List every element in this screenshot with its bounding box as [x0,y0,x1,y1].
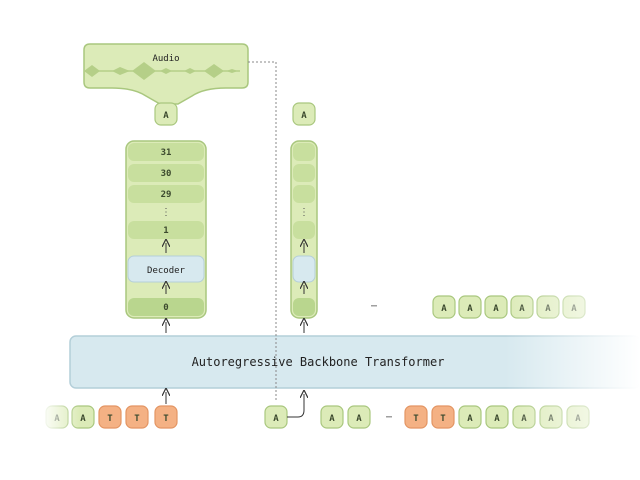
backbone-transformer-box [69,335,640,389]
svg-text:T: T [440,414,446,424]
codebook-level-30 [128,164,204,182]
arrow-curve-icon [287,394,304,418]
level-0-label: 0 [163,303,168,313]
fade-right [505,290,640,440]
codebook-level-1 [128,221,204,239]
level-30-label: 30 [161,169,172,179]
level-31-label: 31 [161,148,172,158]
svg-text:A: A [273,414,279,424]
decoder-column-narrow: ⋮ [290,140,318,319]
svg-text:⋯: ⋯ [386,412,392,423]
codebook-level-31 [128,143,204,161]
codebook-level-0 [128,298,204,316]
svg-text:T: T [107,414,113,424]
level-1-label: 1 [163,226,168,236]
decoder-output-token: A [154,102,178,126]
svg-text:A: A [356,414,362,424]
svg-text:T: T [413,414,419,424]
backbone-label: Autoregressive Backbone Transformer [192,355,445,369]
decoder-column-main: 31 30 29 ⋮ 1 Decoder 0 [125,140,207,319]
svg-text:A: A [329,414,335,424]
feedback-dotted-line [248,61,277,400]
svg-text:⋮: ⋮ [299,207,309,218]
audio-label: Audio [152,54,179,64]
svg-text:T: T [163,414,169,424]
decoder-output-token-2: A [292,102,316,126]
feedback-input-token: A [264,405,288,429]
svg-text:A: A [163,111,169,121]
svg-text:A: A [493,304,499,314]
svg-text:A: A [467,414,473,424]
level-29-label: 29 [161,190,172,200]
codebook-level-29 [128,185,204,203]
svg-text:A: A [80,414,86,424]
decoder-label: Decoder [147,266,186,276]
svg-text:A: A [301,111,307,121]
svg-text:T: T [134,414,140,424]
svg-text:A: A [494,414,500,424]
fade-left [40,400,80,434]
vertical-ellipsis: ⋮ [161,207,171,218]
audio-output: Audio [83,43,249,105]
svg-text:A: A [441,304,447,314]
svg-text:A: A [467,304,473,314]
row-ellipsis: ⋯ [371,301,377,312]
